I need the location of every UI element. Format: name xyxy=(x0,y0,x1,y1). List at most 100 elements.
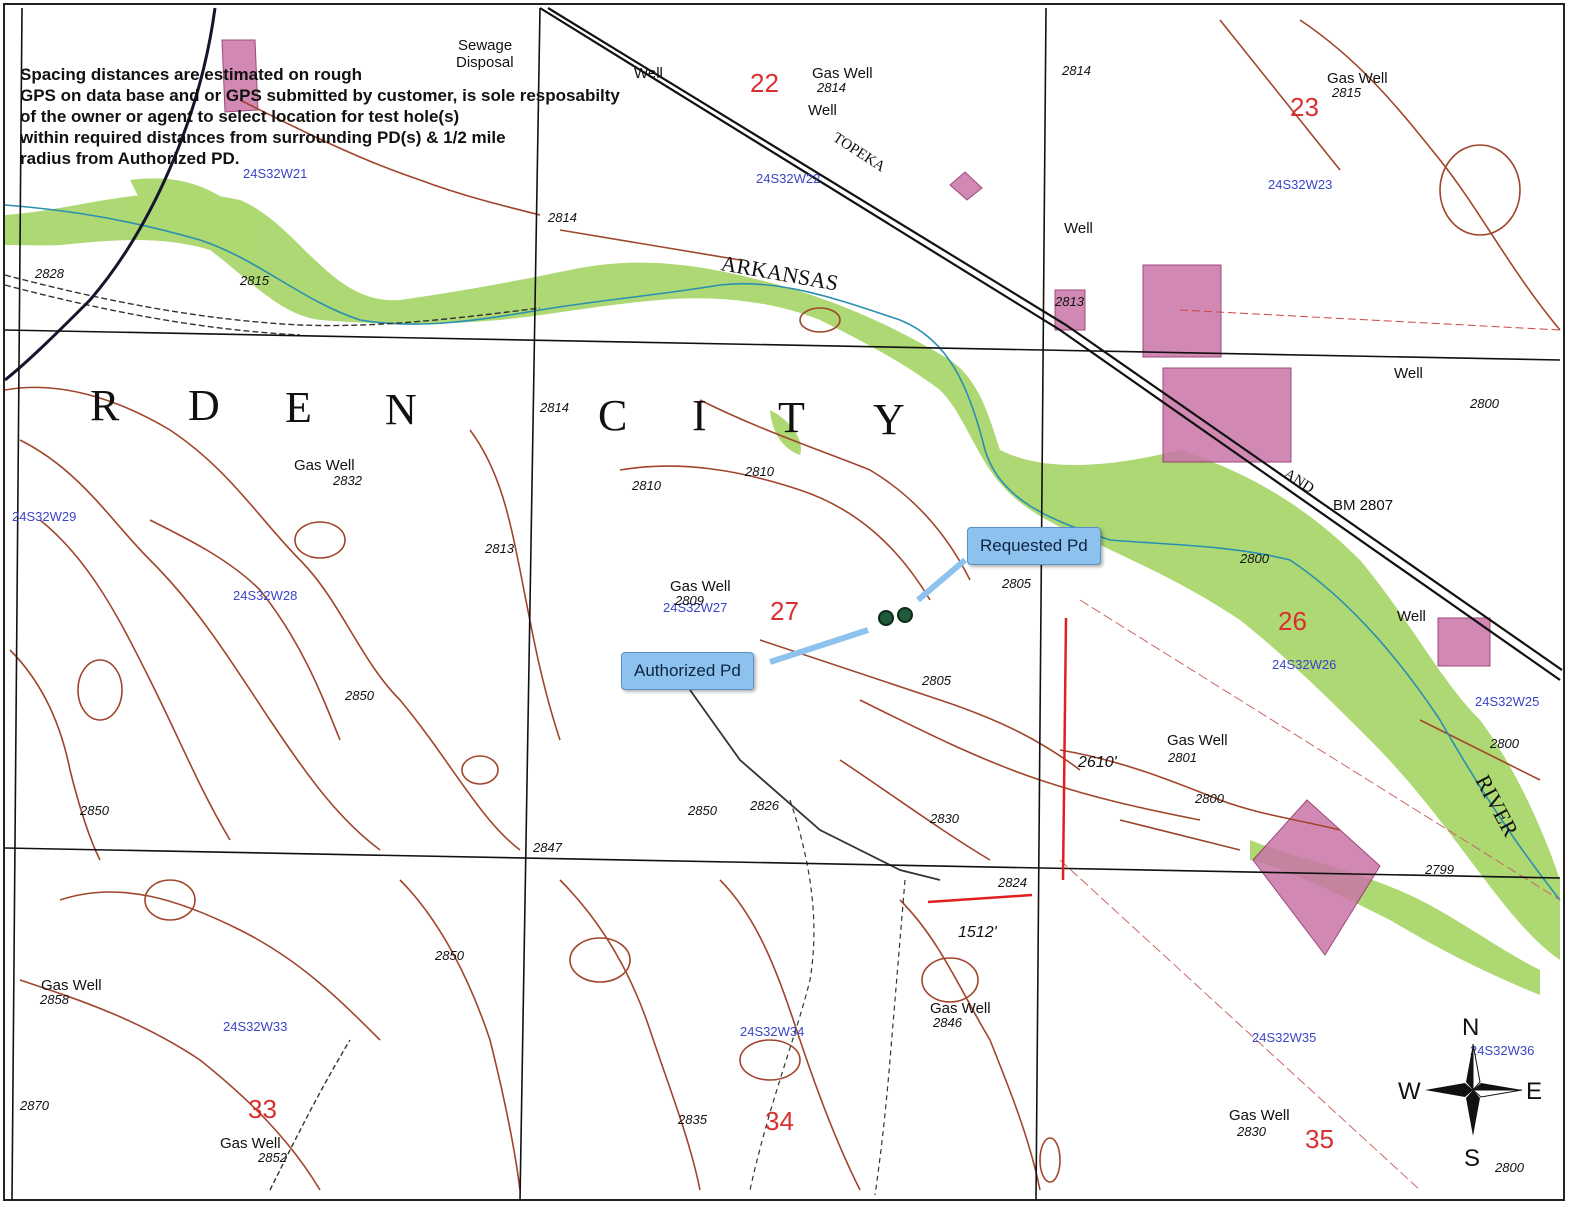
town-letter: N xyxy=(385,385,417,434)
gas-well-label: Gas Well xyxy=(1229,1107,1290,1124)
elevation: 2835 xyxy=(677,1112,708,1127)
elevation: 2852 xyxy=(257,1150,288,1165)
section-id: 24S32W21 xyxy=(243,166,307,181)
disclaimer-line: GPS on data base and or GPS submitted by… xyxy=(20,86,620,105)
elevation: 2809 xyxy=(674,593,704,608)
elevation: 2815 xyxy=(1331,85,1362,100)
town-letter: R xyxy=(90,381,120,430)
elevation: 2810 xyxy=(744,464,775,479)
section-ids: 24S32W21 24S32W22 24S32W23 24S32W29 24S3… xyxy=(12,166,1539,1058)
disclaimer-line: Spacing distances are estimated on rough xyxy=(20,65,362,84)
distance-east-label: 2610' xyxy=(1077,754,1118,771)
compass-east: E xyxy=(1526,1078,1542,1105)
section-id: 24S32W26 xyxy=(1272,657,1336,672)
elevation: 2830 xyxy=(929,811,960,826)
compass-west: W xyxy=(1398,1078,1421,1105)
elevation: 2814 xyxy=(1061,63,1091,78)
section-id: 24S32W25 xyxy=(1475,694,1539,709)
contour-layer xyxy=(4,19,1561,1191)
elevation: 2814 xyxy=(547,210,577,225)
elevation: 2800 xyxy=(1239,551,1270,566)
elevation: 2800 xyxy=(1489,736,1520,751)
elevation: 2830 xyxy=(1236,1124,1267,1139)
section-id: 24S32W28 xyxy=(233,588,297,603)
road-layer xyxy=(4,7,1563,1196)
elevation: 2850 xyxy=(434,948,465,963)
section-id: 24S32W29 xyxy=(12,509,76,524)
section-number: 33 xyxy=(248,1094,277,1124)
section-number: 35 xyxy=(1305,1124,1334,1154)
compass-rose: N S E W xyxy=(1398,1014,1542,1172)
gas-well-label: Gas Well xyxy=(670,578,731,595)
section-id: 24S32W36 xyxy=(1470,1043,1534,1058)
section-number: 26 xyxy=(1278,606,1307,636)
disclaimer-line: within required distances from surroundi… xyxy=(20,128,506,147)
gas-well-label: Gas Well xyxy=(930,1000,991,1017)
section-numbers: 22 23 27 26 33 34 35 xyxy=(248,68,1334,1154)
gas-well-label: Gas Well xyxy=(294,457,355,474)
gas-well-label: Gas Well xyxy=(220,1135,281,1152)
sewage-label: Sewage xyxy=(458,37,512,54)
section-id: 24S32W33 xyxy=(223,1019,287,1034)
disclaimer-line: radius from Authorized PD. xyxy=(20,149,240,168)
elevation: 2850 xyxy=(687,803,718,818)
town-letter: T xyxy=(778,393,805,442)
elevation: 2800 xyxy=(1194,791,1225,806)
elevation: 2800 xyxy=(1494,1160,1525,1175)
disclaimer-line: of the owner or agent to select location… xyxy=(20,107,460,126)
authorized-pd-callout: Authorized Pd xyxy=(621,652,754,690)
gas-well-label: Gas Well xyxy=(41,977,102,994)
elevation: 2858 xyxy=(39,992,70,1007)
town-name: R D E N C I T Y xyxy=(90,381,905,444)
well-label: Well xyxy=(808,102,837,119)
section-number: 23 xyxy=(1290,92,1319,122)
compass-north: N xyxy=(1462,1014,1479,1041)
benchmark-label: BM 2807 xyxy=(1333,497,1393,514)
section-number: 22 xyxy=(750,68,779,98)
elevation: 2814 xyxy=(539,400,569,415)
elevation: 2847 xyxy=(532,840,563,855)
elevation: 2815 xyxy=(239,273,270,288)
gas-well-label: Gas Well xyxy=(812,65,873,82)
elevation: 2801 xyxy=(1167,750,1197,765)
elevation: 2870 xyxy=(19,1098,50,1113)
measurement-labels: 2610' 1512' xyxy=(958,754,1118,941)
well-label: Well xyxy=(1064,220,1093,237)
gas-well-label: Gas Well xyxy=(1167,732,1228,749)
elevation: 2846 xyxy=(932,1015,963,1030)
well-label: Well xyxy=(634,65,663,82)
elevation: 2824 xyxy=(997,875,1027,890)
town-letter: I xyxy=(692,391,707,440)
compass-south: S xyxy=(1464,1145,1480,1172)
elevation: 2826 xyxy=(749,798,780,813)
section-id: 24S32W34 xyxy=(740,1024,804,1039)
requested-pd-callout: Requested Pd xyxy=(967,527,1101,565)
measurement-lines xyxy=(927,617,1068,904)
spacing-disclaimer: Spacing distances are estimated on rough… xyxy=(20,64,740,169)
elevation: 2850 xyxy=(344,688,375,703)
distance-south-label: 1512' xyxy=(958,924,998,941)
section-number: 34 xyxy=(765,1106,794,1136)
river-layer xyxy=(4,204,1561,901)
town-letter: C xyxy=(598,391,627,440)
town-letter: Y xyxy=(873,395,905,444)
elevation-labels: 2814 2815 2814 2814 2828 2815 2813 2814 … xyxy=(19,63,1525,1175)
pad-markers xyxy=(769,557,967,665)
section-id: 24S32W22 xyxy=(756,171,820,186)
elevation: 2832 xyxy=(332,473,363,488)
well-label: Well xyxy=(1394,365,1423,382)
elevation: 2813 xyxy=(1054,294,1085,309)
section-grid xyxy=(4,7,1561,1201)
section-number: 27 xyxy=(770,596,799,626)
section-id: 24S32W35 xyxy=(1252,1030,1316,1045)
elevation: 2799 xyxy=(1424,862,1454,877)
disposal-label: Disposal xyxy=(456,54,514,71)
elevation: 2800 xyxy=(1469,396,1500,411)
gas-well-label: Gas Well xyxy=(1327,70,1388,87)
elevation: 2810 xyxy=(631,478,662,493)
feature-labels: Sewage Disposal Well Gas Well Well Gas W… xyxy=(41,37,1426,1152)
town-letter: E xyxy=(285,383,312,432)
section-id: 24S32W23 xyxy=(1268,177,1332,192)
elevation: 2814 xyxy=(816,80,846,95)
well-label: Well xyxy=(1397,608,1426,625)
